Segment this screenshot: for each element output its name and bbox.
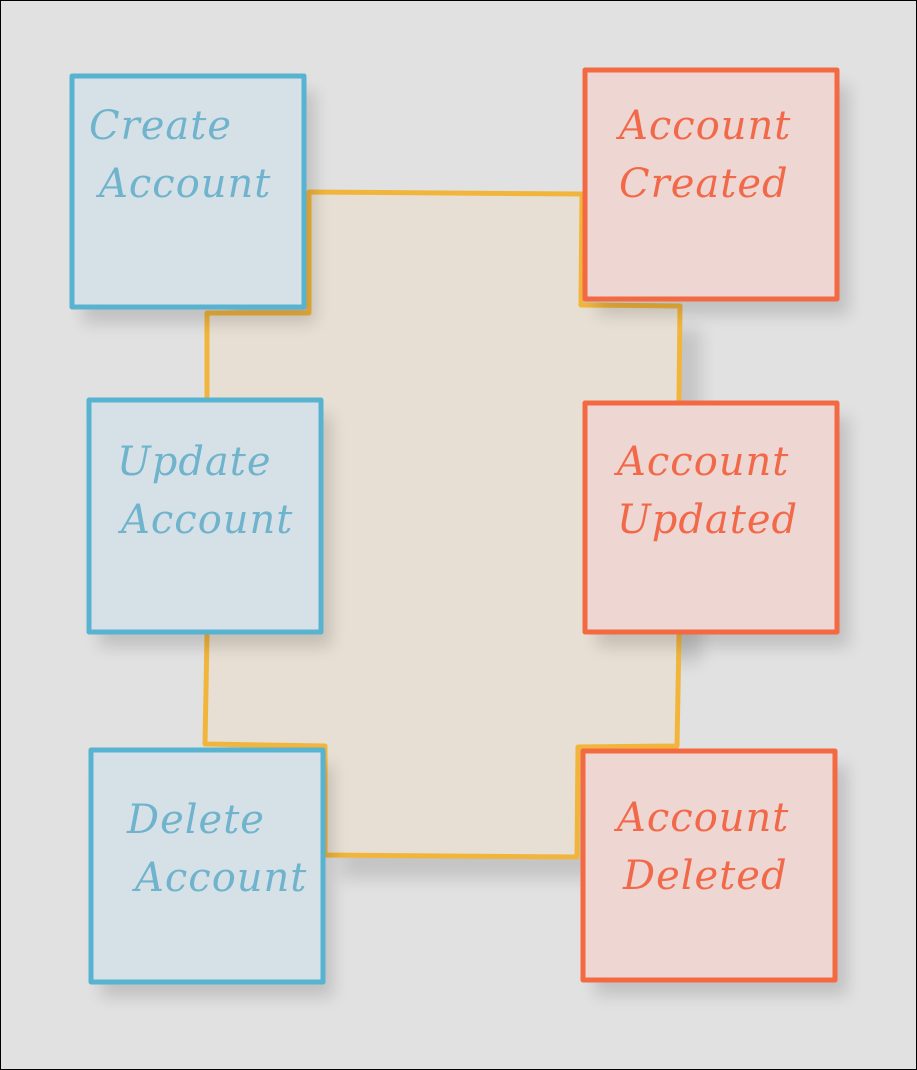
command-card-create xyxy=(69,73,307,310)
command-label-line1: Create xyxy=(89,103,232,149)
event-label-deleted: Account Deleted xyxy=(617,789,789,905)
event-label-updated: Account Updated xyxy=(617,433,798,549)
event-card-created xyxy=(582,67,840,302)
command-label-line2: Account xyxy=(121,497,294,543)
command-label-line2: Account xyxy=(99,161,272,207)
event-label-line2: Deleted xyxy=(623,853,788,899)
event-label-line1: Account xyxy=(617,795,790,841)
command-label-delete: Delete Account xyxy=(127,791,307,907)
event-label-line2: Updated xyxy=(617,497,799,543)
event-card-updated xyxy=(582,400,840,635)
command-label-line2: Account xyxy=(135,855,308,901)
command-label-update: Update Account xyxy=(117,433,293,549)
command-card-update xyxy=(86,397,324,635)
command-label-line1: Update xyxy=(117,439,272,485)
event-label-line2: Created xyxy=(619,161,789,207)
event-label-created: Account Created xyxy=(619,97,791,213)
event-card-deleted xyxy=(580,748,838,983)
command-card-delete xyxy=(88,747,326,985)
event-label-line1: Account xyxy=(617,439,790,485)
command-label-create: Create Account xyxy=(89,97,271,213)
event-label-line1: Account xyxy=(619,103,792,149)
command-label-line1: Delete xyxy=(127,797,265,843)
